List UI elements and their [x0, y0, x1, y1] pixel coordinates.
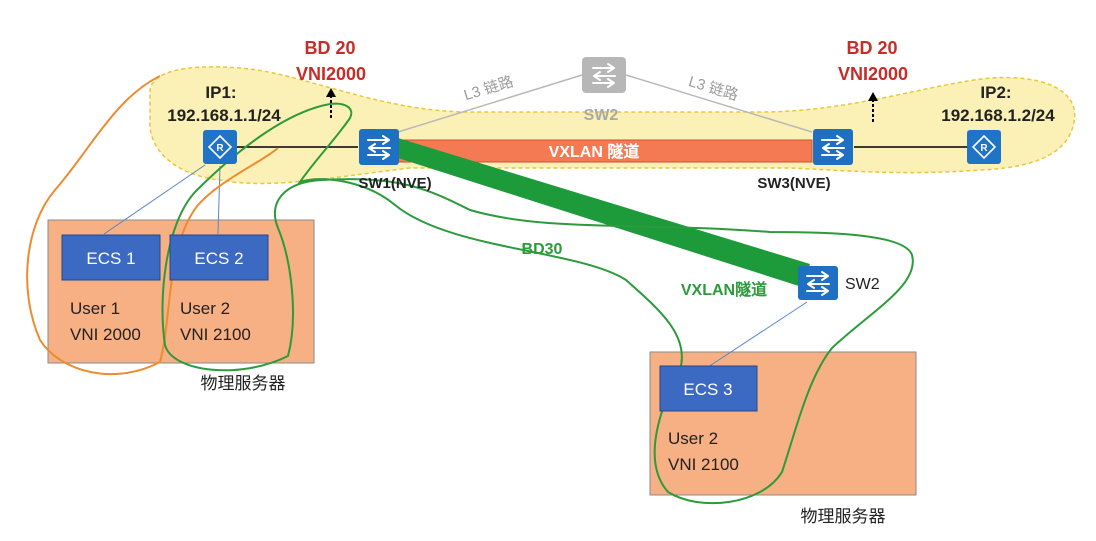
bd20-left-line2: VNI2000 [296, 64, 366, 84]
ecs-1-label: ECS 1 [86, 249, 135, 268]
switch-icon [592, 63, 616, 88]
router-r2: R [967, 130, 1001, 164]
switch-icon [806, 271, 830, 296]
ip2-title: IP2: [980, 83, 1011, 102]
l3-link-left-label: L3 链路 [462, 73, 516, 104]
link-r1-ecs2 [217, 165, 221, 235]
svg-text:R: R [216, 143, 224, 154]
ip1-title: IP1: [205, 83, 236, 102]
ecs-1-box [61, 234, 161, 281]
user-1-vni: VNI 2000 [70, 325, 141, 344]
arrow-up-left [326, 88, 336, 118]
user-2-vni: VNI 2100 [180, 325, 251, 344]
switch-icon [821, 135, 845, 160]
user1-outline [26, 75, 279, 375]
user-1-name: User 1 [70, 299, 120, 318]
physical-server-2-caption: 物理服务器 [801, 507, 886, 526]
ecs-2-label: ECS 2 [194, 249, 243, 268]
switch-icon [367, 135, 391, 160]
sw2-top-label: SW2 [584, 107, 619, 124]
vxlan-tunnel-red-label: VXLAN 隧道 [549, 142, 640, 161]
user-2-name: User 2 [180, 299, 230, 318]
ecs-3-label: ECS 3 [683, 380, 732, 399]
l3-link-left [397, 74, 583, 133]
switch-sw2-top [582, 57, 626, 93]
bd30-label: BD30 [522, 241, 563, 258]
sw2-right-label: SW2 [845, 276, 880, 293]
bd20-right-line2: VNI2000 [838, 64, 908, 84]
vxlan-tunnel-green [398, 138, 810, 287]
l3-link-right [625, 74, 813, 133]
user2-outline [161, 102, 914, 505]
router-r1: R [203, 130, 237, 164]
switch-sw2-right [798, 266, 838, 300]
arrow-up-right [868, 92, 878, 122]
vxlan-tunnel-green-label: VXLAN隧道 [681, 280, 767, 299]
router-icon [971, 134, 997, 160]
svg-text:R: R [980, 143, 988, 154]
sw1-label: SW1(NVE) [358, 175, 431, 192]
ecs-3-box [659, 365, 758, 412]
bd20-right-line1: BD 20 [846, 38, 897, 58]
switch-sw1 [359, 129, 399, 165]
ecs-2-box [169, 234, 269, 281]
switch-sw3 [813, 129, 853, 165]
user-3-name: User 2 [668, 429, 718, 448]
link-r1-ecs1 [103, 164, 206, 235]
link-sw2-ecs3 [707, 301, 808, 368]
router-icon [207, 134, 233, 160]
bd20-left-line1: BD 20 [304, 38, 355, 58]
sw3-label: SW3(NVE) [757, 175, 830, 192]
physical-server-1-caption: 物理服务器 [201, 374, 286, 393]
ip2-address: 192.168.1.2/24 [941, 106, 1055, 125]
user-3-vni: VNI 2100 [668, 455, 739, 474]
l3-link-right-label: L3 链路 [687, 73, 741, 104]
ip1-address: 192.168.1.1/24 [167, 106, 281, 125]
